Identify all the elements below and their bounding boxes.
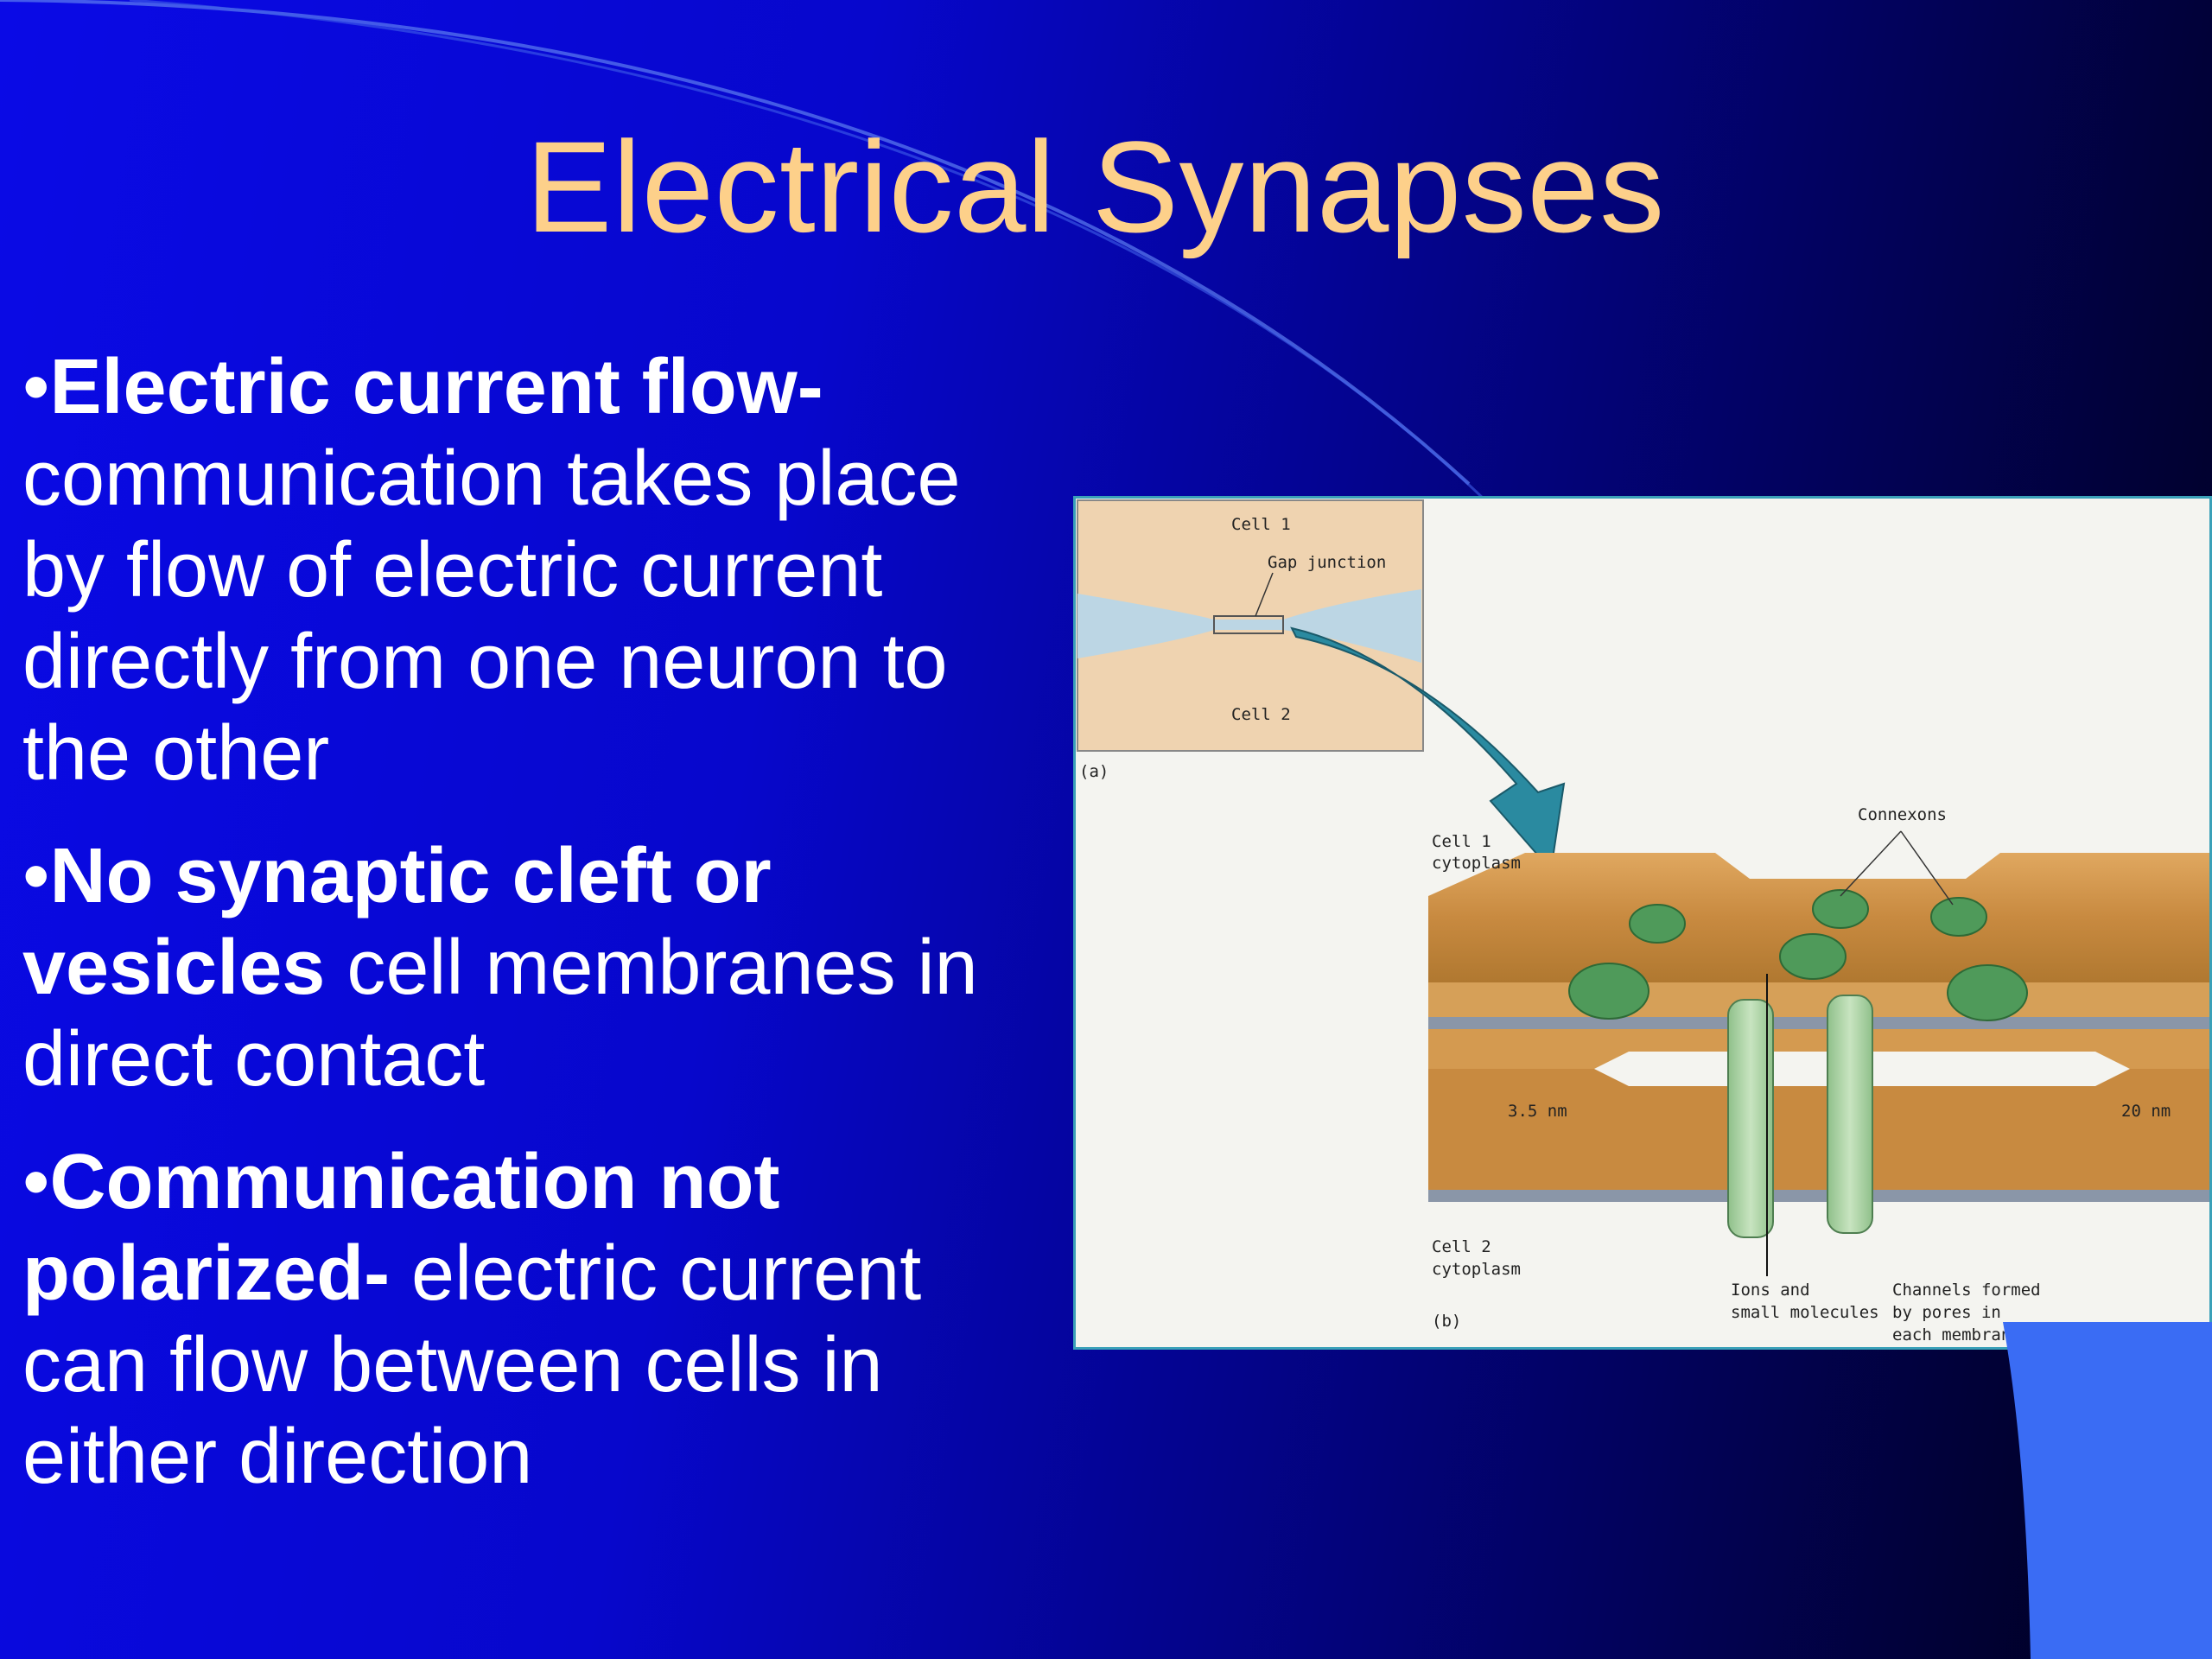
channels-label-2: by pores in bbox=[1892, 1303, 2001, 1322]
bullet-list: •Electric current flow-communication tak… bbox=[22, 341, 1042, 1534]
ions-label-1: Ions and bbox=[1731, 1281, 1810, 1300]
gap-width-label: 3.5 nm bbox=[1508, 1102, 1567, 1121]
inset-gap-junction-label: Gap junction bbox=[1268, 553, 1386, 572]
bullet-heading: Communication not polarized- bbox=[22, 1139, 780, 1317]
inset-panel-a: Cell 1 Gap junction Cell 2 (a) bbox=[1077, 499, 1424, 781]
slide-title: Electrical Synapses bbox=[525, 114, 1665, 259]
bullet-marker: • bbox=[22, 1139, 50, 1225]
channel-proteins bbox=[1727, 995, 1873, 1238]
cell2-cytoplasm-label-2: cytoplasm bbox=[1432, 1260, 1521, 1279]
panel-a-label: (a) bbox=[1079, 762, 1109, 781]
cell1-cytoplasm-label-2: cytoplasm bbox=[1432, 854, 1521, 873]
bullet-marker: • bbox=[22, 833, 50, 919]
bullet-text: electric current can flow between cells … bbox=[22, 1230, 922, 1500]
connexon-discs bbox=[1568, 889, 2028, 1021]
connexons-label: Connexons bbox=[1858, 805, 1947, 824]
bullet-text: communication takes place by flow of ele… bbox=[22, 435, 961, 797]
channels-label-1: Channels formed bbox=[1892, 1281, 2041, 1300]
connexon-pointer-lines bbox=[1840, 830, 1954, 906]
membrane-width-label: 20 nm bbox=[2121, 1102, 2171, 1121]
bullet-heading: Electric current flow- bbox=[49, 344, 823, 430]
bullet-item: •Electric current flow-communication tak… bbox=[22, 341, 1042, 799]
panel-b-label: (b) bbox=[1432, 1312, 1461, 1331]
ions-label-2: small molecules bbox=[1731, 1303, 1879, 1322]
gap-junction-diagram: Cell 1 Gap junction Cell 2 (a) bbox=[1077, 499, 2209, 1344]
bullet-item: •No synaptic cleft or vesicles cell memb… bbox=[22, 830, 1042, 1105]
inset-cell1-label: Cell 1 bbox=[1231, 515, 1291, 534]
gap-junction-figure: Cell 1 Gap junction Cell 2 (a) bbox=[1073, 496, 2212, 1350]
channels-label-3: each membrane bbox=[1892, 1325, 2021, 1344]
zoom-arrow-icon bbox=[1290, 626, 1566, 873]
inset-cell2-label: Cell 2 bbox=[1231, 705, 1291, 724]
cell1-cytoplasm-label-1: Cell 1 bbox=[1432, 832, 1491, 851]
bullet-heading: No synaptic cleft or vesicles bbox=[22, 833, 772, 1011]
bullet-text: cell membranes in direct contact bbox=[22, 925, 978, 1103]
corner-accent bbox=[2003, 1322, 2212, 1659]
bullet-marker: • bbox=[22, 344, 50, 430]
bullet-item: •Communication not polarized- electric c… bbox=[22, 1136, 1042, 1503]
cell2-cytoplasm-label-1: Cell 2 bbox=[1432, 1237, 1491, 1256]
